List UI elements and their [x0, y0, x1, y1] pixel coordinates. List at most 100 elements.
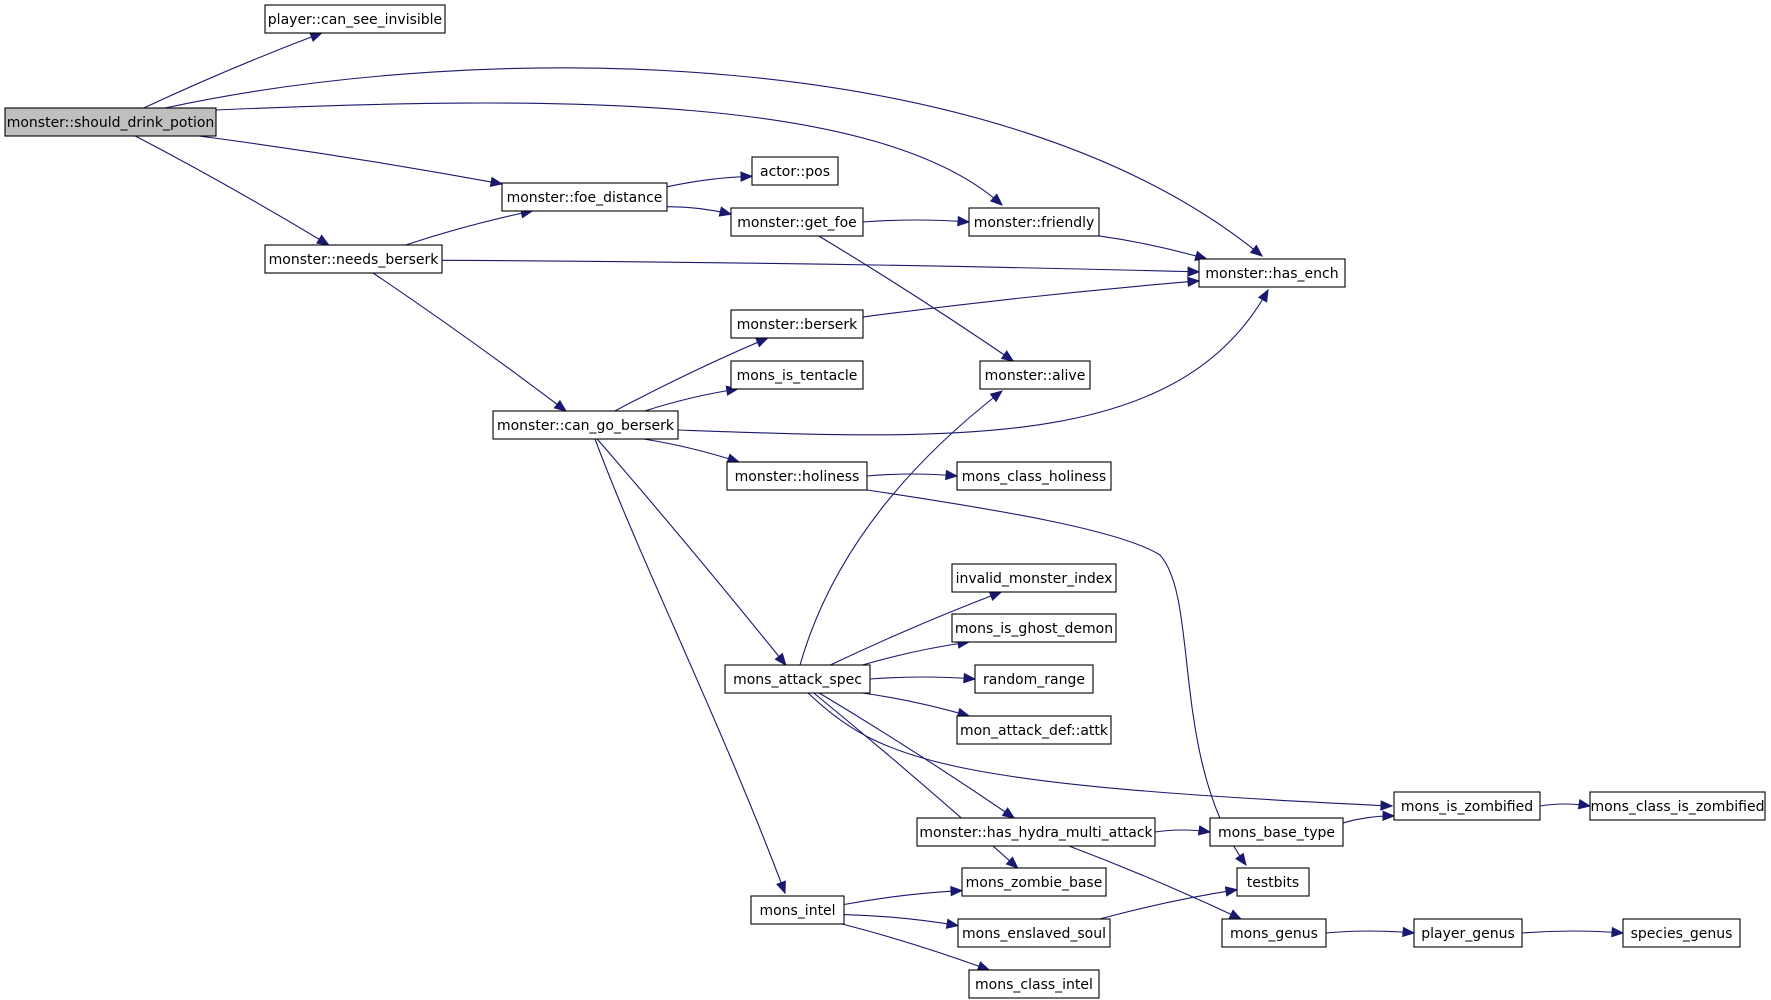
node-actor-pos[interactable]: actor::pos — [751, 156, 839, 186]
edge-mons-intel-to-mons-zombie-base-arrowhead — [950, 885, 964, 897]
node-box[interactable] — [730, 360, 864, 390]
node-random-range[interactable]: random_range — [974, 664, 1094, 694]
node-mons-genus[interactable]: mons_genus — [1221, 918, 1327, 948]
node-alive[interactable]: monster::alive — [979, 360, 1091, 390]
node-label: monster::should_drink_potion — [7, 115, 215, 131]
node-mons-class-holiness[interactable]: mons_class_holiness — [956, 461, 1112, 491]
node-label: random_range — [983, 672, 1085, 688]
node-label: testbits — [1247, 875, 1299, 891]
edge-needs-berserk-to-has-ench-line — [441, 259, 1200, 273]
node-box[interactable] — [751, 156, 839, 186]
node-mons-zombie-base[interactable]: mons_zombie_base — [961, 867, 1107, 897]
node-berserk[interactable]: monster::berserk — [730, 309, 864, 339]
node-box[interactable] — [264, 4, 446, 34]
edge-can-go-berserk-to-mons-intel — [594, 438, 786, 895]
node-box[interactable] — [951, 613, 1117, 643]
edge-mons-attack-spec-to-random-range-arrowhead — [963, 672, 977, 684]
node-label: mons_is_ghost_demon — [955, 621, 1113, 637]
edge-mons-attack-spec-to-alive — [799, 390, 1004, 666]
node-mons-intel[interactable]: mons_intel — [750, 895, 845, 925]
node-box[interactable] — [264, 244, 443, 274]
edge-get-foe-to-friendly-arrowhead — [957, 215, 971, 227]
node-box[interactable] — [1198, 258, 1346, 288]
edge-get-foe-to-alive-line — [818, 235, 1014, 362]
node-label: player_genus — [1421, 926, 1515, 942]
node-box[interactable] — [956, 715, 1112, 745]
node-box[interactable] — [4, 107, 217, 137]
edge-mons-attack-spec-to-mons-zombie-base-arrowhead — [1005, 856, 1019, 869]
node-box[interactable] — [1393, 791, 1541, 821]
node-foe-distance[interactable]: monster::foe_distance — [501, 182, 668, 212]
node-label: monster::berserk — [737, 317, 858, 333]
edge-should-drink-potion-to-can-see-invisible-line — [143, 32, 322, 109]
node-label: mons_genus — [1230, 926, 1318, 942]
node-mons-class-is-zombified[interactable]: mons_class_is_zombified — [1589, 791, 1766, 821]
node-invalid-monster-index[interactable]: invalid_monster_index — [951, 563, 1117, 593]
node-box[interactable] — [957, 918, 1111, 948]
node-box[interactable] — [750, 895, 845, 925]
node-box[interactable] — [726, 461, 868, 491]
node-testbits[interactable]: testbits — [1236, 867, 1310, 897]
node-box[interactable] — [916, 817, 1156, 847]
edge-mons-enslaved-soul-to-testbits — [1099, 886, 1239, 920]
node-box[interactable] — [1413, 918, 1523, 948]
edge-mons-attack-spec-to-has-hydra-multi-attack-line — [819, 692, 1015, 819]
node-box[interactable] — [968, 969, 1100, 999]
node-box[interactable] — [1221, 918, 1327, 948]
node-box[interactable] — [974, 664, 1094, 694]
node-box[interactable] — [1236, 867, 1310, 897]
node-label: species_genus — [1631, 926, 1733, 942]
node-player-genus[interactable]: player_genus — [1413, 918, 1523, 948]
node-needs-berserk[interactable]: monster::needs_berserk — [264, 244, 443, 274]
node-box[interactable] — [979, 360, 1091, 390]
node-label: monster::has_ench — [1205, 266, 1338, 282]
node-has-hydra-multi-attack[interactable]: monster::has_hydra_multi_attack — [916, 817, 1156, 847]
node-holiness[interactable]: monster::holiness — [726, 461, 868, 491]
edge-mons-intel-to-mons-class-intel-arrowhead — [976, 961, 991, 971]
edge-player-genus-to-species-genus — [1521, 926, 1625, 938]
node-mons-enslaved-soul[interactable]: mons_enslaved_soul — [957, 918, 1111, 948]
edge-mons-enslaved-soul-to-testbits-arrowhead — [1224, 886, 1239, 897]
node-mon-attack-def-attk[interactable]: mon_attack_def::attk — [956, 715, 1112, 745]
node-box[interactable] — [1589, 791, 1766, 821]
node-box[interactable] — [730, 309, 864, 339]
edge-foe-distance-to-actor-pos-line — [666, 175, 753, 188]
node-box[interactable] — [492, 410, 679, 440]
edge-needs-berserk-to-has-ench-arrowhead — [1187, 266, 1201, 277]
edge-can-go-berserk-to-holiness — [643, 438, 741, 464]
node-has-ench[interactable]: monster::has_ench — [1198, 258, 1346, 288]
node-box[interactable] — [501, 182, 668, 212]
node-box[interactable] — [1622, 918, 1741, 948]
edge-get-foe-to-alive-arrowhead — [1000, 350, 1015, 362]
edge-can-go-berserk-to-berserk — [614, 337, 769, 412]
node-get-foe[interactable]: monster::get_foe — [730, 207, 864, 237]
node-mons-attack-spec[interactable]: mons_attack_spec — [724, 664, 871, 694]
node-should-drink-potion[interactable]: monster::should_drink_potion — [4, 107, 217, 137]
node-mons-is-tentacle[interactable]: mons_is_tentacle — [730, 360, 864, 390]
edge-foe-distance-to-actor-pos-arrowhead — [740, 171, 754, 182]
node-mons-class-intel[interactable]: mons_class_intel — [968, 969, 1100, 999]
edge-has-hydra-multi-attack-to-mons-base-type-arrowhead — [1197, 825, 1212, 836]
node-can-go-berserk[interactable]: monster::can_go_berserk — [492, 410, 679, 440]
edge-can-go-berserk-to-berserk-line — [614, 337, 768, 412]
node-box[interactable] — [968, 207, 1100, 237]
node-can-see-invisible[interactable]: player::can_see_invisible — [264, 4, 446, 34]
node-label: mons_class_is_zombified — [1591, 799, 1765, 815]
node-label: monster::can_go_berserk — [497, 418, 675, 434]
node-box[interactable] — [961, 867, 1107, 897]
node-box[interactable] — [724, 664, 871, 694]
node-mons-is-zombified[interactable]: mons_is_zombified — [1393, 791, 1541, 821]
edge-should-drink-potion-to-friendly-arrowhead — [989, 193, 1003, 206]
node-box[interactable] — [951, 563, 1117, 593]
node-friendly[interactable]: monster::friendly — [968, 207, 1100, 237]
node-species-genus[interactable]: species_genus — [1622, 918, 1741, 948]
edge-can-go-berserk-to-has-ench-arrowhead — [1257, 288, 1269, 303]
node-box[interactable] — [1209, 817, 1344, 847]
node-mons-base-type[interactable]: mons_base_type — [1209, 817, 1344, 847]
node-mons-is-ghost-demon[interactable]: mons_is_ghost_demon — [951, 613, 1117, 643]
node-box[interactable] — [730, 207, 864, 237]
edge-can-go-berserk-to-has-ench — [677, 288, 1269, 436]
node-box[interactable] — [956, 461, 1112, 491]
edge-needs-berserk-to-can-go-berserk — [372, 272, 567, 412]
edge-should-drink-potion-to-has-ench — [164, 67, 1264, 257]
